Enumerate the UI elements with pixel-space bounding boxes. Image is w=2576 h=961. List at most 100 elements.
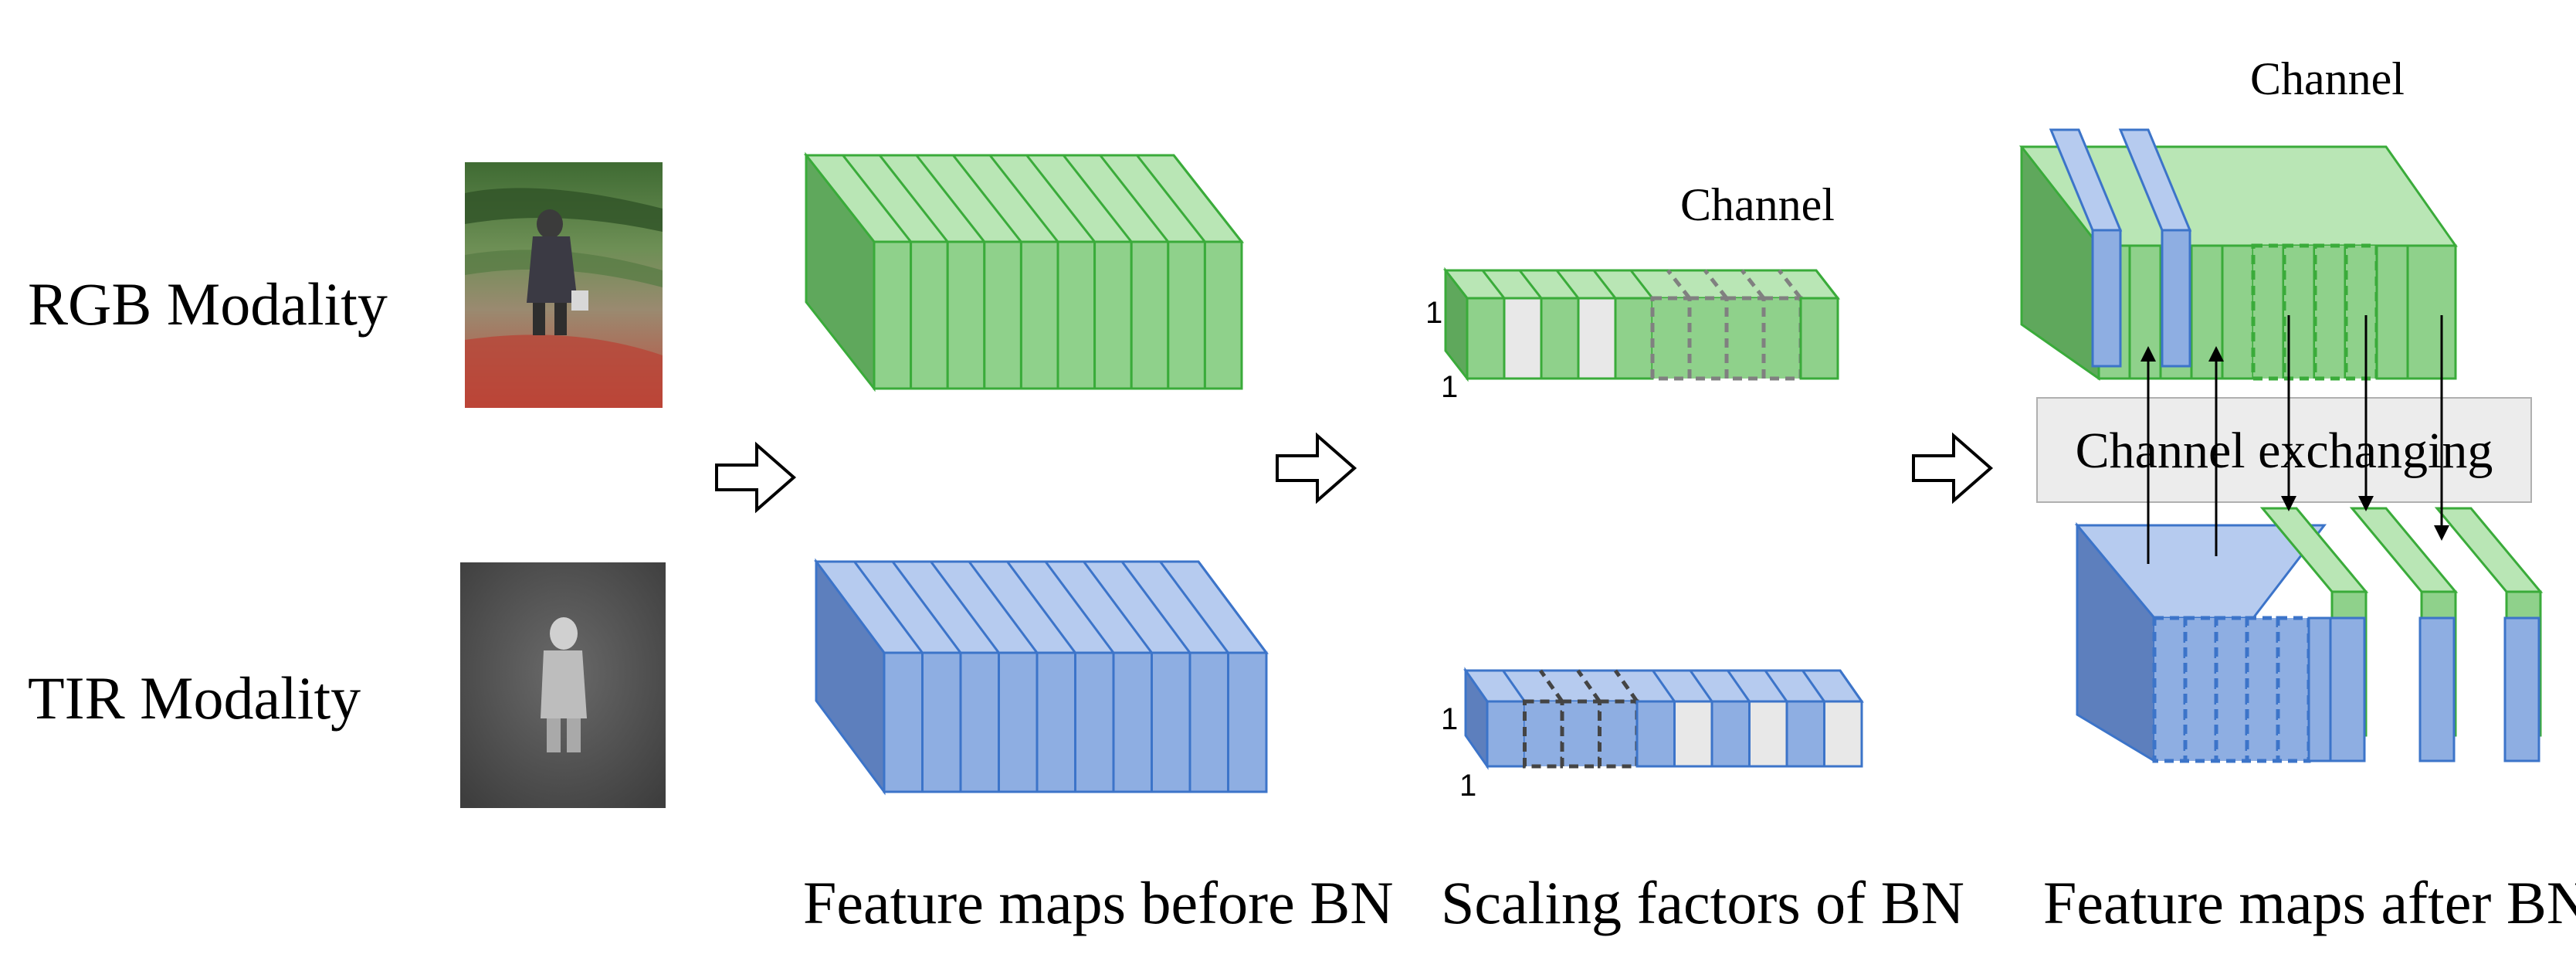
rgb-scale-slice-7 bbox=[1687, 296, 1729, 381]
tir-scale-slice-3 bbox=[1560, 699, 1602, 769]
tir-after-blue-slice-1 bbox=[2329, 616, 2366, 762]
rgb-before-slice-8 bbox=[1130, 240, 1170, 390]
rgb-before-slice-2 bbox=[910, 240, 949, 390]
tir-before-slice-2 bbox=[921, 651, 962, 793]
caption-scaling-factors-of-bn: Scaling factors of BN bbox=[1441, 869, 1964, 936]
rgb-scale-slice-edge-2 bbox=[1518, 270, 1543, 299]
tir-after-blue-slice-2 bbox=[2418, 616, 2456, 762]
tir-modality-label: TIR Modality bbox=[28, 664, 361, 732]
tir-scale-slice-10 bbox=[1823, 700, 1863, 768]
tir-scale-slice-edge-2 bbox=[1538, 669, 1564, 703]
rgb-before-slice-edge-7 bbox=[1063, 155, 1133, 243]
tir-after-slice-2 bbox=[2183, 616, 2218, 763]
channel-label-after: Channel bbox=[2250, 53, 2405, 104]
tir-before-slice-1 bbox=[883, 651, 924, 793]
rgb-before-slice-edge-1 bbox=[842, 155, 912, 243]
rgb-after-blue-slice-1 bbox=[2091, 229, 2122, 368]
tir-before-slice-edge-4 bbox=[968, 561, 1039, 654]
rgb-scale-slice-6 bbox=[1650, 296, 1692, 381]
block-arrow-3 bbox=[1912, 432, 1994, 504]
rgb-scale-slice-4 bbox=[1577, 297, 1617, 380]
rgb-before-slice-edge-6 bbox=[1025, 155, 1096, 243]
tir-image bbox=[460, 562, 666, 808]
tir-scale-slice-edge-6 bbox=[1689, 670, 1713, 702]
tir-before-slice-9 bbox=[1188, 651, 1229, 793]
tir-scale-slice-7 bbox=[1710, 700, 1751, 768]
rgb-scale-slice-edge-4 bbox=[1592, 270, 1617, 299]
tir-before-slice-6 bbox=[1074, 651, 1115, 793]
tir-scale-slice-2 bbox=[1523, 699, 1564, 769]
rgb-image bbox=[465, 162, 663, 408]
up-arrow-1-head bbox=[2140, 346, 2156, 362]
rgb-before-slice-edge-2 bbox=[879, 155, 949, 243]
rgb-scale-slice-edge-3 bbox=[1555, 270, 1580, 299]
tir-scale-slice-edge-10 bbox=[1839, 670, 1863, 702]
rgb-before-slice-10 bbox=[1203, 240, 1243, 390]
tir-scale-slice-1 bbox=[1486, 700, 1526, 768]
tir-before-slice-edge-8 bbox=[1120, 561, 1191, 654]
rgb-scale-slice-edge-1 bbox=[1481, 270, 1506, 299]
tir-scale-slice-edge-9 bbox=[1802, 670, 1825, 702]
rgb-after-slice-6 bbox=[2251, 243, 2286, 381]
tir-after-slice-4 bbox=[2245, 616, 2280, 763]
block-arrows bbox=[715, 432, 1994, 514]
tir-scale-slice-9 bbox=[1785, 700, 1825, 768]
down-arrow-2-head bbox=[2358, 496, 2374, 511]
tir-after-blue-slice-3 bbox=[2503, 616, 2540, 762]
rgb-before-slice-9 bbox=[1167, 240, 1206, 390]
rgb-before-slice-edge-9 bbox=[1136, 155, 1206, 243]
tir-before-slice-7 bbox=[1112, 651, 1153, 793]
tir-scale-dim-depth: 1 bbox=[1459, 769, 1476, 803]
tir-after-slice-3 bbox=[2214, 616, 2249, 763]
tir-scale-slice-4 bbox=[1598, 699, 1639, 769]
rgb-feature-maps-after-bn bbox=[2018, 128, 2458, 381]
tir-scale-slice-edge-5 bbox=[1652, 670, 1676, 702]
channel-exchanging-box: Channel exchanging bbox=[2036, 397, 2532, 503]
rgb-before-slice-edge-8 bbox=[1099, 155, 1169, 243]
rgb-after-slice-8 bbox=[2313, 243, 2348, 381]
rgb-scale-slice-1 bbox=[1466, 297, 1506, 380]
rgb-scale-slice-3 bbox=[1540, 297, 1580, 380]
tir-scale-slice-5 bbox=[1635, 700, 1676, 768]
tir-before-slice-3 bbox=[959, 651, 1000, 793]
tir-before-slice-4 bbox=[998, 651, 1039, 793]
rgb-scale-slice-2 bbox=[1503, 297, 1543, 380]
tir-before-slice-10 bbox=[1227, 651, 1268, 793]
rgb-scale-slice-edge-7 bbox=[1703, 269, 1728, 300]
caption-feature-maps-after-bn: Feature maps after BN bbox=[2043, 869, 2576, 936]
rgb-scale-slice-5 bbox=[1614, 297, 1654, 380]
rgb-after-slice-5 bbox=[2221, 244, 2255, 380]
tir-scale-slice-6 bbox=[1673, 700, 1713, 768]
rgb-scale-dim-depth: 1 bbox=[1441, 370, 1458, 404]
tir-before-slice-edge-3 bbox=[930, 561, 1000, 654]
tir-scale-slice-edge-8 bbox=[1764, 670, 1788, 702]
tir-before-slice-edge-1 bbox=[853, 561, 924, 654]
rgb-scale-slice-9 bbox=[1761, 296, 1803, 381]
tir-feature-maps-after-bn bbox=[2074, 507, 2544, 763]
tir-after-green-top-3 bbox=[2434, 507, 2544, 593]
rgb-after-slice-10 bbox=[2375, 244, 2409, 380]
tir-scale-slice-edge-1 bbox=[1502, 670, 1526, 702]
channel-exchanging-label: Channel exchanging bbox=[2076, 423, 2493, 479]
rgb-scale-dim-height: 1 bbox=[1425, 296, 1442, 330]
rgb-before-slice-edge-3 bbox=[915, 155, 985, 243]
tir-scale-slice-edge-7 bbox=[1727, 670, 1751, 702]
tir-scale-slice-edge-4 bbox=[1613, 669, 1639, 703]
rgb-after-slice-9 bbox=[2344, 243, 2379, 381]
tir-before-slice-edge-6 bbox=[1044, 561, 1115, 654]
rgb-scale-slice-edge-5 bbox=[1629, 270, 1654, 299]
tir-before-slice-edge-5 bbox=[1006, 561, 1076, 654]
exchange-arrows bbox=[2140, 315, 2449, 564]
rgb-before-slice-edge-5 bbox=[988, 155, 1059, 243]
rgb-before-slice-1 bbox=[873, 240, 913, 390]
tir-before-slice-5 bbox=[1035, 651, 1076, 793]
rgb-scale-slice-10 bbox=[1799, 297, 1839, 380]
rgb-before-slice-5 bbox=[1019, 240, 1059, 390]
rgb-scale-slice-edge-9 bbox=[1778, 269, 1802, 300]
up-arrow-2-head bbox=[2208, 346, 2224, 362]
rgb-before-slice-4 bbox=[983, 240, 1022, 390]
tir-after-green-top-2 bbox=[2349, 507, 2459, 593]
tir-after-slice-1 bbox=[2152, 616, 2188, 763]
rgb-before-slice-6 bbox=[1056, 240, 1096, 390]
